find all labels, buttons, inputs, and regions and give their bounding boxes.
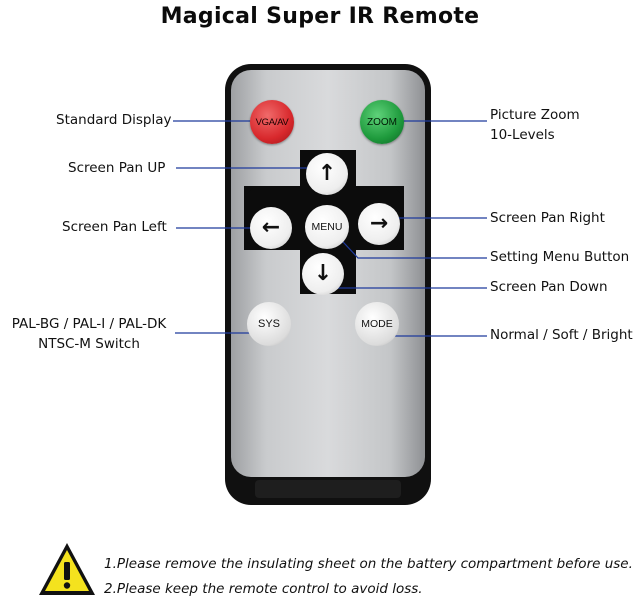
note-line-2: 2.Please keep the remote control to avoi…	[104, 581, 423, 597]
zoom-button[interactable]: ZOOM	[360, 100, 404, 144]
menu-button[interactable]: MENU	[305, 205, 349, 249]
sys-button[interactable]: SYS	[247, 302, 291, 346]
mode-button[interactable]: MODE	[355, 302, 399, 346]
zoom-label: ZOOM	[367, 116, 397, 128]
arrow-up-icon: ↑	[317, 161, 337, 186]
menu-label: MENU	[311, 221, 343, 233]
vga-av-label: VGA/AV	[255, 116, 289, 128]
vga-av-button[interactable]: VGA/AV	[250, 100, 294, 144]
pan-down-button[interactable]: ↓	[302, 253, 344, 295]
callout-setting-menu: Setting Menu Button	[490, 249, 630, 265]
page-title: Magical Super IR Remote	[160, 4, 480, 29]
warning-triangle-icon	[39, 543, 95, 595]
callout-screen-pan-right: Screen Pan Right	[490, 210, 605, 226]
callout-picture-zoom-line2: 10-Levels	[490, 127, 555, 143]
pan-right-button[interactable]: →	[358, 203, 400, 245]
battery-compartment	[255, 480, 401, 498]
arrow-right-icon: →	[369, 211, 389, 236]
callout-screen-pan-up: Screen Pan UP	[68, 160, 166, 176]
callout-picture-zoom-line1: Picture Zoom	[490, 107, 580, 123]
pan-left-button[interactable]: ←	[250, 207, 292, 249]
callout-standard-display: Standard Display	[56, 112, 172, 128]
callout-lines	[173, 120, 487, 337]
arrow-left-icon: ←	[261, 215, 281, 240]
note-line-1: 1.Please remove the insulating sheet on …	[104, 556, 633, 572]
callout-pal-line1: PAL-BG / PAL-I / PAL-DK	[11, 316, 167, 332]
callout-normal-soft-bright: Normal / Soft / Bright	[490, 327, 633, 343]
callout-screen-pan-down: Screen Pan Down	[490, 279, 608, 295]
callout-pal-line2: NTSC-M Switch	[38, 336, 140, 352]
pan-up-button[interactable]: ↑	[306, 153, 348, 195]
callout-screen-pan-left: Screen Pan Left	[62, 219, 167, 235]
sys-label: SYS	[257, 318, 280, 330]
mode-label: MODE	[361, 318, 393, 330]
arrow-down-icon: ↓	[313, 261, 333, 286]
